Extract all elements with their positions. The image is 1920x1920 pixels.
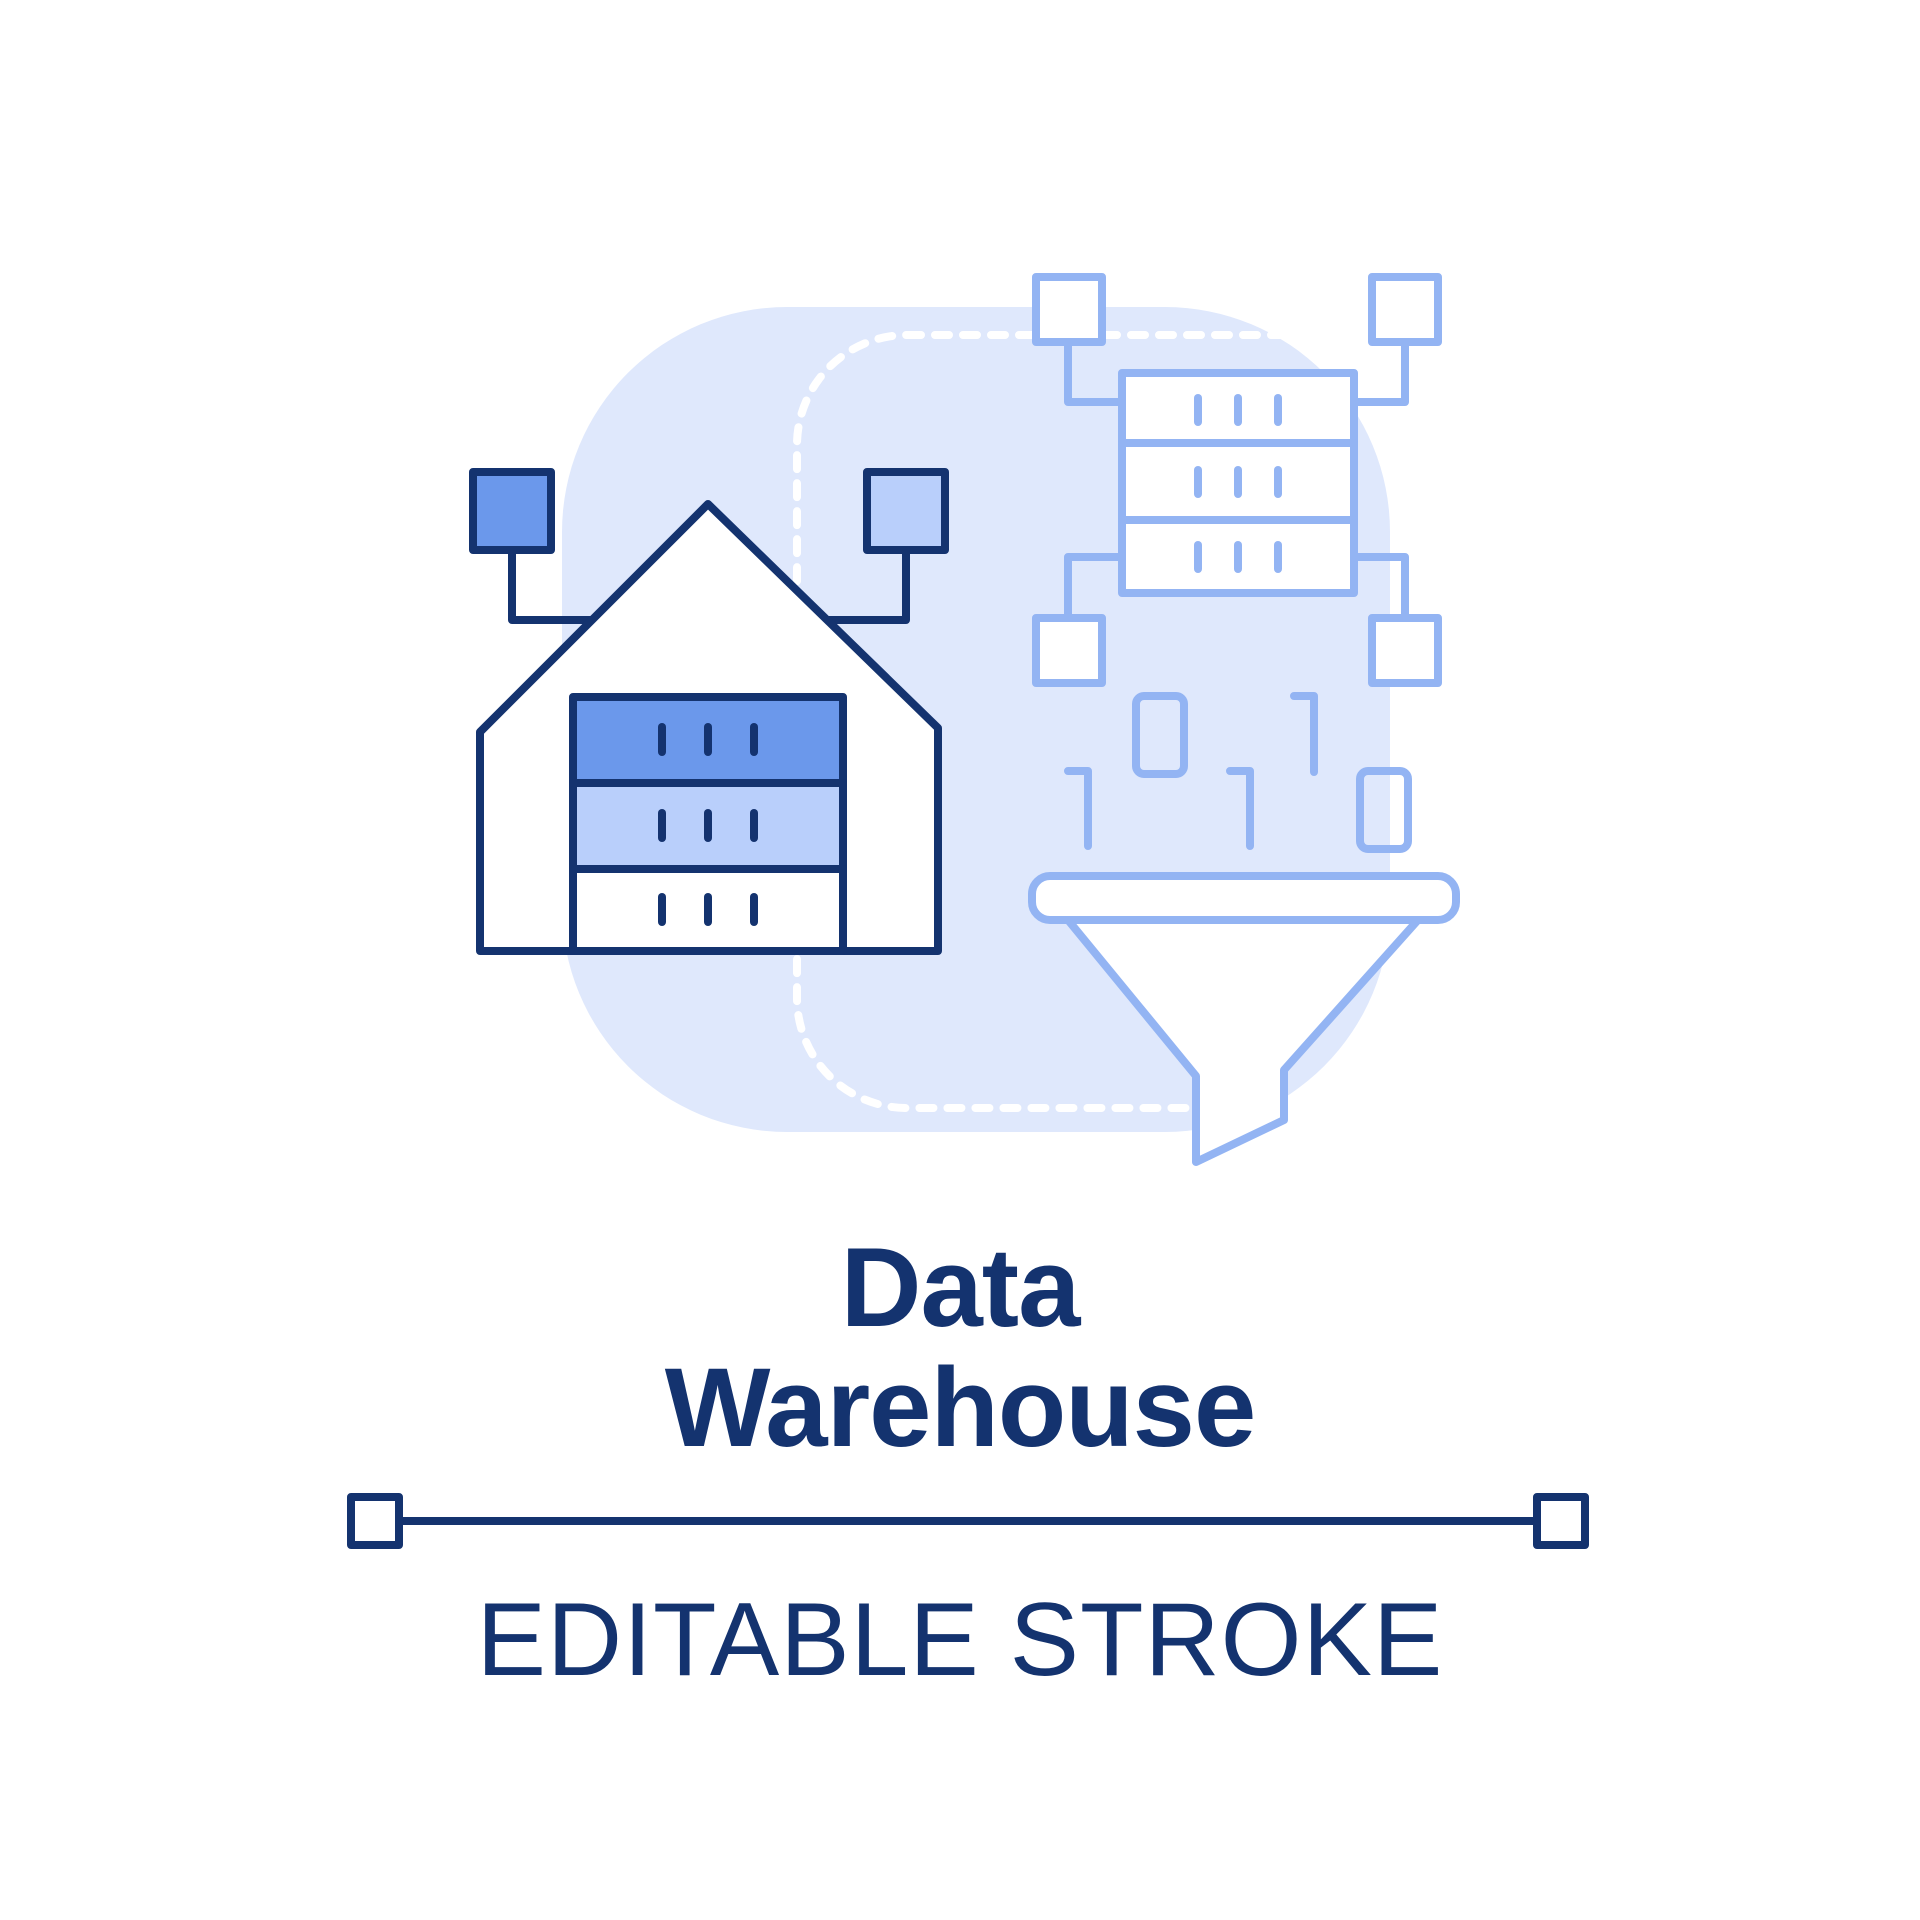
caption: EDITABLE STROKE (476, 1582, 1444, 1698)
server-connector-bottom-right (1350, 553, 1409, 622)
title-line-2: Warehouse (664, 1345, 1257, 1470)
rule-handle-left (347, 1493, 403, 1549)
title-line-1: Data (840, 1225, 1081, 1350)
warehouse-connector-left (508, 546, 600, 624)
editable-stroke-rule (347, 1493, 1589, 1549)
server-connector-top-left (1064, 338, 1126, 406)
warehouse-connector-right (822, 546, 910, 624)
binary-one (1226, 767, 1254, 850)
node-square-bottom-right (1368, 614, 1442, 687)
funnel-icon (1028, 872, 1460, 1166)
node-square-bottom-left (1032, 614, 1106, 687)
node-square-top-right (1368, 273, 1442, 346)
binary-zero (1132, 692, 1188, 778)
binary-one (1064, 767, 1092, 850)
server-stack-icon (1032, 273, 1442, 687)
rule-handle-right (1533, 1493, 1589, 1549)
node-square-top-left (1032, 273, 1106, 346)
binary-digits-icon (1064, 692, 1412, 853)
warehouse-icon (469, 468, 949, 955)
funnel-rim (1028, 872, 1460, 924)
server-connector-top-right (1350, 338, 1409, 406)
binary-one (1290, 692, 1318, 776)
server-connector-bottom-left (1064, 553, 1126, 622)
binary-zero (1356, 767, 1412, 853)
node-square-left (469, 468, 555, 554)
data-warehouse-illustration (469, 273, 1460, 1166)
node-square-right (863, 468, 949, 554)
